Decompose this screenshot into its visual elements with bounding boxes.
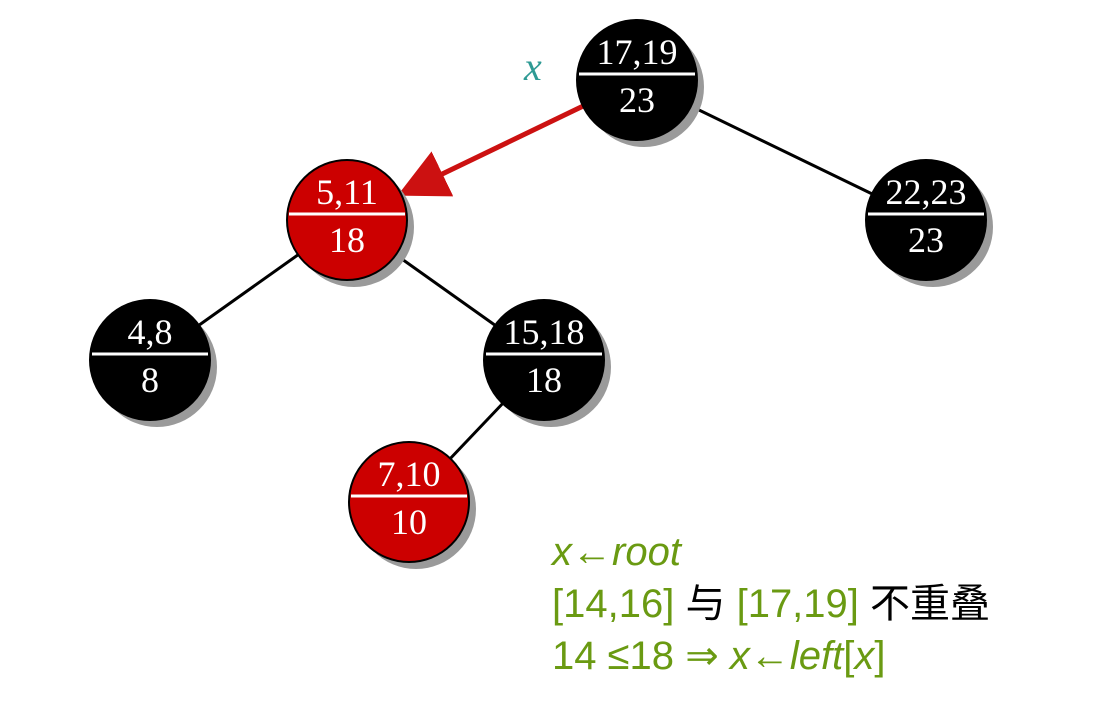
tree-node-root: 17,19 23 (576, 19, 704, 147)
note-line-1: x←root (552, 526, 1112, 578)
note-and: 与 (685, 581, 726, 627)
tree-node-n-22-23: 22,23 23 (865, 159, 993, 287)
note-bracket-close: ] (874, 634, 886, 678)
node-max: 18 (526, 360, 562, 400)
note-assign-arrow-2: ← (749, 634, 790, 678)
note-line-2: [14,16] 与 [17,19] 不重叠 (552, 578, 1112, 630)
tree-edge (395, 253, 496, 327)
node-circle (286, 159, 408, 281)
note-var-x: x (552, 530, 572, 574)
node-interval: 17,19 (597, 32, 678, 72)
edges-layer (198, 102, 873, 460)
note-node-interval: [17,19] (736, 582, 859, 626)
tree-edge (449, 402, 504, 460)
node-circle (576, 19, 698, 141)
node-interval: 7,10 (378, 454, 441, 494)
note-var-x2: x (729, 634, 750, 678)
node-max: 18 (329, 220, 365, 260)
node-circle (483, 299, 605, 421)
note-not-overlap: 不重叠 (870, 581, 991, 627)
tree-node-n-15-18: 15,18 18 (483, 299, 611, 427)
current-node-label: x (523, 44, 542, 89)
algorithm-notes: x←root [14,16] 与 [17,19] 不重叠 14 ≤18 ⇒ x←… (552, 526, 1112, 682)
node-interval: 15,18 (504, 312, 585, 352)
note-query-interval: [14,16] (552, 582, 675, 626)
node-interval: 22,23 (886, 172, 967, 212)
note-left: left (789, 634, 844, 678)
tree-edge (690, 104, 873, 196)
node-max: 8 (141, 360, 159, 400)
node-interval: 4,8 (128, 312, 173, 352)
tree-node-n-5-11: 5,11 18 (286, 159, 414, 287)
note-comparison: 14 ≤18 (552, 634, 675, 678)
tree-edge (198, 253, 299, 327)
tree-node-n-7-10: 7,10 10 (348, 441, 476, 569)
node-circle (348, 441, 470, 563)
note-bracket-open: [ (843, 634, 855, 678)
node-max: 10 (391, 502, 427, 542)
note-var-x3: x (854, 634, 875, 678)
note-assign-arrow: ← (572, 530, 612, 574)
tree-node-n-4-8: 4,88 (89, 299, 217, 427)
note-implies: ⇒ (685, 634, 719, 678)
note-line-3: 14 ≤18 ⇒ x←left[x] (552, 630, 1112, 682)
node-circle (89, 299, 211, 421)
search-path-arrow (397, 102, 586, 197)
node-circle (865, 159, 987, 281)
node-max: 23 (908, 220, 944, 260)
note-root: root (612, 530, 681, 574)
node-interval: 5,11 (316, 172, 378, 212)
node-max: 23 (619, 80, 655, 120)
